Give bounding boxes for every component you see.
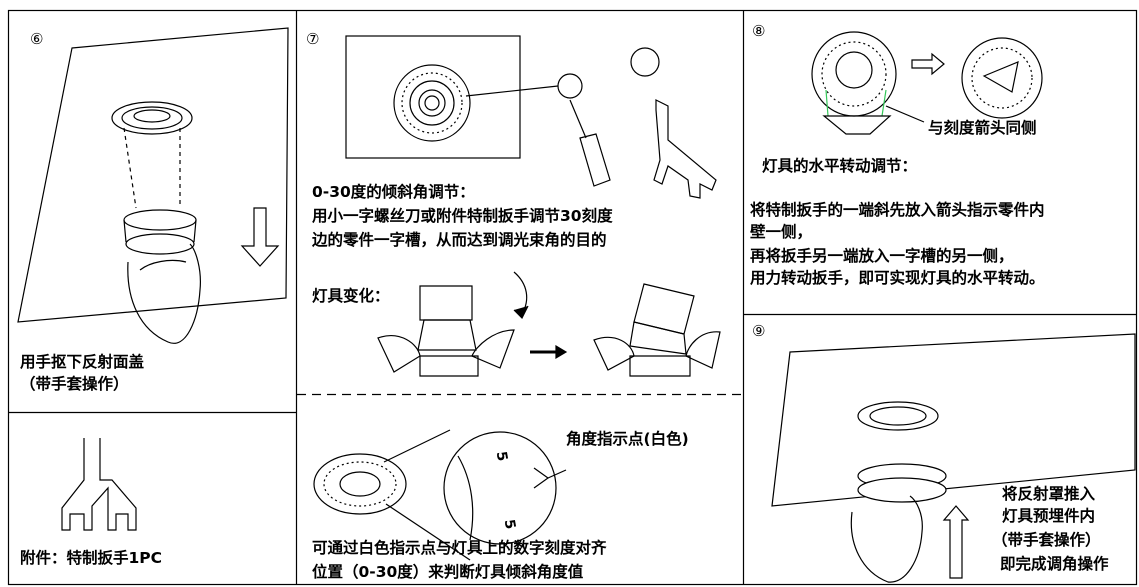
step-7-desc-line1: 用小一字螺丝刀或附件特制扳手调节30刻度 xyxy=(312,207,613,225)
panel-7-illustration xyxy=(345,35,721,377)
pointer-arrow xyxy=(533,467,550,489)
angle-dial-outer xyxy=(313,453,407,515)
ceiling-ring-outer xyxy=(111,101,193,135)
accessory-caption: 附件：特制扳手1PC xyxy=(20,549,163,567)
dial-ticks xyxy=(401,72,463,134)
step-6-caption-line2: （带手套操作） xyxy=(20,375,129,393)
step-number-8: ⑧ xyxy=(752,22,766,40)
rotated-dial-marker xyxy=(982,61,1019,93)
lamp-before-head xyxy=(419,285,473,321)
rotation-dial-hub xyxy=(835,51,873,89)
panel-7-board xyxy=(345,35,521,159)
ceiling-ring-9-inner xyxy=(869,406,927,426)
lamp-after-springs xyxy=(593,331,721,371)
step-6-caption-line1: 用手抠下反射面盖 xyxy=(20,353,145,371)
step-9-desc-line2: 灯具预埋件内 xyxy=(1002,507,1096,525)
step-number-9: ⑨ xyxy=(752,322,766,340)
ceiling-board xyxy=(17,27,289,323)
ceiling-board-9 xyxy=(771,333,1136,507)
reflector-cover-rim xyxy=(125,233,195,255)
hand-icon xyxy=(127,243,201,344)
reflector-cover-side xyxy=(123,219,197,243)
rotate-arrow-head xyxy=(513,305,529,320)
angle-illustration xyxy=(313,429,567,561)
step-8-arrow-note: 与刻度箭头同侧 xyxy=(928,119,1037,137)
accessory-wrench-illustration xyxy=(61,438,137,531)
panel-9-illustration xyxy=(771,333,1136,583)
lamp-before-base xyxy=(419,355,479,377)
rotated-dial-ticks xyxy=(971,47,1033,109)
dial-outer xyxy=(393,64,471,142)
leader-line xyxy=(465,85,559,97)
angle-dial-hub xyxy=(339,471,381,497)
right-arrow-head xyxy=(555,344,568,360)
angle-desc-line2: 位置（0-30度）来判断灯具倾斜角度值 xyxy=(312,563,584,581)
lamp-change-label: 灯具变化： xyxy=(312,287,390,305)
angle-pointer-label: 角度指示点(白色) xyxy=(566,430,689,448)
magnifier-scale-edge xyxy=(457,455,474,541)
lamp-before-springs xyxy=(377,329,515,373)
panel-6-illustration xyxy=(17,27,289,344)
step-8-desc-line1: 将特制扳手的一端斜先放入箭头指示零件内 xyxy=(750,201,1045,219)
outer-frame xyxy=(7,9,1138,586)
dial-center xyxy=(424,95,440,111)
lamp-after-body xyxy=(629,321,687,355)
ceiling-ring-core xyxy=(133,109,171,123)
step-7-desc-line2: 边的零件一字槽，从而达到调光束角的目的 xyxy=(312,231,607,249)
step-number-6: ⑥ xyxy=(30,30,44,48)
panel-8-illustration xyxy=(811,31,1043,135)
reflector-9-rim xyxy=(857,477,947,503)
hand-icon-9 xyxy=(850,495,923,583)
note-leader xyxy=(885,105,925,123)
screwdriver-handle xyxy=(579,133,611,187)
step-9-desc-line3: （带手套操作） xyxy=(992,531,1101,549)
wrench-engaged xyxy=(822,115,892,135)
lamp-before-body xyxy=(417,319,477,351)
ceiling-ring-inner xyxy=(121,106,183,130)
guide-line-left xyxy=(123,127,137,209)
angle-desc-line1: 可通过白色指示点与灯具上的数字刻度对齐 xyxy=(312,539,607,557)
step-8-desc-line3: 再将扳手另一端放入一字槽的另一侧， xyxy=(750,247,1014,265)
slot-detail-circle-2 xyxy=(630,47,660,77)
slot-detail-circle xyxy=(557,73,583,99)
right-hollow-arrow-icon xyxy=(911,52,945,76)
step-8-title: 灯具的水平转动调节： xyxy=(762,157,918,175)
step-8-desc-line4: 用力转动扳手，即可实现灯具的水平转动。 xyxy=(750,269,1045,287)
pointer-leader xyxy=(547,469,567,479)
step-8-desc-line2: 壁一侧， xyxy=(750,223,813,241)
lamp-after-base xyxy=(629,355,691,377)
magnify-line-bottom xyxy=(385,503,471,561)
lamp-after-head xyxy=(633,283,695,335)
step-9-desc-line4: 即完成调角操作 xyxy=(1000,555,1109,573)
special-wrench-icon xyxy=(653,99,717,199)
ceiling-ring-9-outer xyxy=(857,401,939,431)
magnify-line-top xyxy=(383,429,451,463)
down-arrow-icon xyxy=(240,207,280,267)
step-number-7: ⑦ xyxy=(306,30,320,48)
up-arrow-icon xyxy=(942,505,970,579)
magnifier-circle xyxy=(443,431,557,545)
step-7-title: 0-30度的倾斜角调节： xyxy=(312,183,475,201)
rotation-dial-ticks xyxy=(821,41,887,107)
reflector-cover-top xyxy=(123,209,197,231)
wrench-icon xyxy=(61,438,137,531)
wrench-engaged-green xyxy=(825,89,887,117)
angle-dial-ticks xyxy=(323,461,397,507)
screwdriver-shaft xyxy=(569,99,587,139)
step-9-desc-line1: 将反射罩推入 xyxy=(1002,485,1096,503)
dial-ring xyxy=(409,80,455,126)
dial-hub xyxy=(418,89,446,117)
rotated-dial-outer xyxy=(961,37,1043,119)
